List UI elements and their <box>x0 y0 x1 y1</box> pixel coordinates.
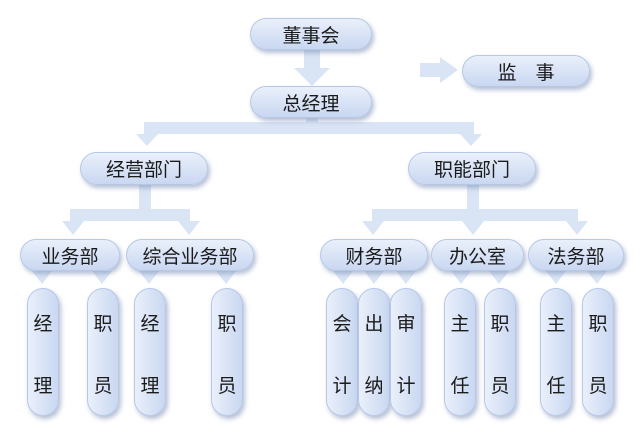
role-char: 职 <box>490 313 510 335</box>
connector-to-finance <box>362 221 384 235</box>
connector-ops-trunk <box>139 184 151 210</box>
role-char: 纳 <box>364 375 384 397</box>
role-char: 员 <box>93 375 113 397</box>
role-char: 主 <box>450 313 470 335</box>
connector-to-role <box>92 271 112 284</box>
role-node: 职 员 <box>484 288 516 416</box>
connector-to-operations <box>136 134 158 146</box>
connector-to-supervisor <box>420 57 458 83</box>
functional-dept-node: 职能部门 <box>408 152 536 185</box>
role-char: 会 <box>332 313 352 335</box>
role-char: 主 <box>546 313 566 335</box>
legal-dept-node: 法务部 <box>528 239 624 271</box>
role-node: 主 任 <box>444 288 476 416</box>
role-char: 理 <box>140 375 160 397</box>
role-char: 职 <box>588 313 608 335</box>
role-char: 经 <box>140 313 160 335</box>
connector-gm-branch <box>144 122 474 134</box>
office-node: 办公室 <box>431 239 524 271</box>
role-node: 职 员 <box>87 288 119 416</box>
role-char: 职 <box>217 313 237 335</box>
role-char: 任 <box>450 375 470 397</box>
role-char: 计 <box>396 375 416 397</box>
role-node: 职 员 <box>582 288 614 416</box>
role-node: 主 任 <box>540 288 572 416</box>
connector-to-general-business <box>178 221 200 235</box>
connector-to-role <box>451 271 471 284</box>
operations-dept-node: 经营部门 <box>80 152 208 185</box>
role-node: 审 计 <box>390 288 422 416</box>
connector-board-to-gm <box>294 47 330 86</box>
connector-to-role <box>489 271 509 284</box>
supervisor-node: 监 事 <box>462 55 590 87</box>
connector-gm-trunk <box>306 116 318 124</box>
general-manager-node: 总经理 <box>250 86 372 118</box>
connector-ops-branch <box>70 209 190 221</box>
role-node: 经 理 <box>134 288 166 416</box>
role-char: 出 <box>364 313 384 335</box>
connector-to-role <box>587 271 607 284</box>
connector-to-role <box>396 271 416 284</box>
role-char: 职 <box>93 313 113 335</box>
role-node: 出 纳 <box>358 288 390 416</box>
role-char: 员 <box>588 375 608 397</box>
role-char: 审 <box>396 313 416 335</box>
connector-func-branch <box>372 209 578 221</box>
connector-to-office <box>462 221 484 235</box>
connector-to-role <box>139 271 159 284</box>
role-char: 理 <box>33 375 53 397</box>
role-char: 员 <box>490 375 510 397</box>
finance-dept-node: 财务部 <box>320 239 428 271</box>
board-node: 董事会 <box>250 18 372 50</box>
role-node: 职 员 <box>211 288 243 416</box>
connector-to-business <box>62 221 84 235</box>
connector-to-legal <box>566 221 588 235</box>
role-char: 计 <box>332 375 352 397</box>
role-node: 经 理 <box>27 288 59 416</box>
role-char: 员 <box>217 375 237 397</box>
connector-to-role <box>32 271 52 284</box>
connector-to-role <box>546 271 566 284</box>
connector-to-functional <box>460 134 482 146</box>
connector-to-role <box>333 271 353 284</box>
general-business-dept-node: 综合业务部 <box>126 239 254 271</box>
role-char: 任 <box>546 375 566 397</box>
role-char: 经 <box>33 313 53 335</box>
connector-to-role <box>216 271 236 284</box>
connector-func-trunk <box>467 184 479 210</box>
connector-to-role <box>364 271 384 284</box>
business-dept-node: 业务部 <box>20 239 120 271</box>
role-node: 会 计 <box>326 288 358 416</box>
